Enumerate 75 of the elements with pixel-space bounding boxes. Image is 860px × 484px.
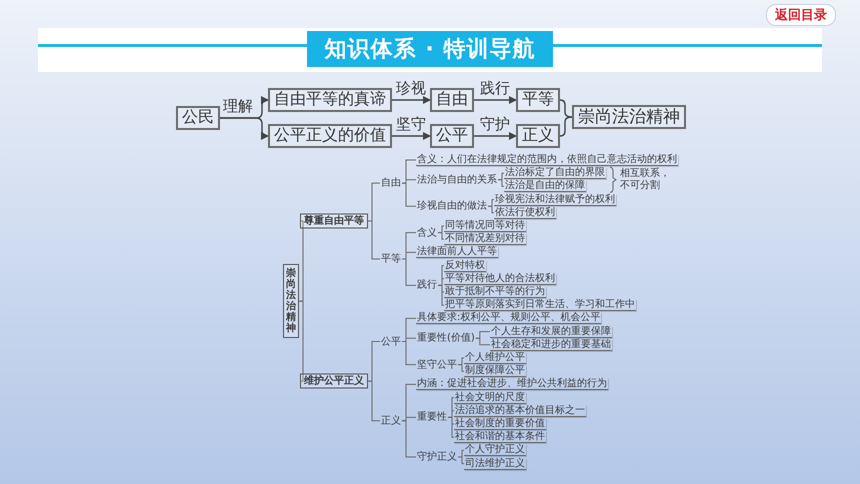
- branch-text: 法治标定了自由的界限: [504, 167, 606, 180]
- connector-line: [458, 364, 464, 372]
- concept-box: 公民: [176, 106, 220, 130]
- arrow: [220, 117, 269, 140]
- branch-heading: 法治与自由的关系: [416, 174, 498, 186]
- connector-line: [498, 179, 504, 187]
- branch-text: 反对特权: [444, 260, 486, 272]
- branch-text: 珍视宪法和法律赋予的权利: [494, 194, 616, 206]
- edge-label: 践行: [480, 81, 510, 97]
- branch-heading: 坚守公平: [416, 359, 458, 370]
- arrow: [392, 96, 431, 104]
- branch-heading: 自由: [380, 178, 402, 189]
- branch-text: 个人生存和发展的重要保障: [490, 326, 612, 338]
- branch-text: 社会文明的尺度: [454, 392, 526, 404]
- connector-line: [475, 338, 490, 346]
- branch-text: 制度保障公平: [464, 365, 526, 378]
- concept-box: 公平正义的价值: [268, 124, 392, 148]
- edge-label: 理解: [223, 99, 253, 115]
- branch-heading: 守护正义: [416, 452, 458, 462]
- connector-line: [438, 284, 444, 306]
- edge-label: 守护: [480, 117, 510, 133]
- topic-box: 崇尚法治精神: [283, 264, 299, 338]
- title-banner: 知识体系 · 特训导航: [307, 31, 553, 67]
- note-text: 相互联系，不可分割: [620, 168, 670, 192]
- arrow: [474, 96, 517, 104]
- branch-text: 法治追求的基本价值目标之一: [454, 404, 586, 417]
- arrow: [474, 132, 517, 140]
- connector-line: [298, 220, 304, 302]
- branch-text: 具体要求:权利公平、规则公平、机会公平: [416, 312, 602, 324]
- concept-box: 自由平等的真谛: [268, 88, 392, 112]
- topic-box: 维护公平正义: [300, 374, 368, 389]
- branch-heading: 重要性: [416, 412, 448, 423]
- arrow: [392, 132, 431, 140]
- connector-line: [560, 99, 572, 118]
- connector-line: [488, 206, 494, 214]
- branch-text: 同等情况同等对待: [444, 220, 526, 232]
- branch-text: 社会制度的重要价值: [454, 418, 546, 430]
- connector-line: [402, 182, 416, 207]
- branch-text: 不同情况差别对待: [444, 233, 526, 246]
- connector-line: [560, 116, 572, 137]
- concept-box: 正义: [516, 124, 560, 148]
- back-button: 返回目录: [766, 4, 836, 26]
- branch-text: 敢于抵制不平等的行为: [444, 286, 546, 298]
- branch-text: 法律面前人人平等: [416, 246, 498, 258]
- branch-text: 社会和谐的基本条件: [454, 431, 546, 444]
- connector-line: [438, 232, 444, 240]
- concept-box: 平等: [516, 88, 560, 112]
- branch-text: 个人维护公平: [464, 352, 526, 364]
- branch-text: 内涵：促进社会进步、维护公共利益的行为: [416, 378, 608, 390]
- branch-heading: 践行: [416, 280, 438, 291]
- branch-heading: 公平: [380, 336, 402, 347]
- connector-line: [298, 300, 304, 382]
- branch-heading: 珍视自由的做法: [416, 200, 488, 212]
- branch-heading: 重要性(价值): [416, 332, 476, 344]
- topic-box: 尊重自由平等: [300, 214, 368, 229]
- connector-line: [368, 380, 380, 422]
- branch-text: 法治是自由的保障: [504, 180, 586, 192]
- branch-text: 把平等原则落实到日常生活、学习和工作中: [444, 299, 636, 312]
- branch-heading: 正义: [380, 415, 402, 426]
- branch-heading: 平等: [380, 254, 402, 264]
- connector-line: [458, 456, 464, 464]
- concept-box: 公平: [430, 124, 474, 148]
- branch-text: 司法维护正义: [464, 458, 526, 470]
- branch-text: 含义：人们在法律规定的范围内，依照自己意志活动的权利: [416, 154, 678, 166]
- edge-label: 坚守: [396, 117, 426, 133]
- branch-text: 社会稳定和进步的重要基础: [490, 338, 612, 351]
- edge-label: 珍视: [396, 81, 426, 97]
- concept-box: 自由: [430, 88, 474, 112]
- connector-line: [448, 416, 454, 438]
- branch-text: 平等对待他人的合法权利: [444, 272, 556, 285]
- branch-text: 个人守护正义: [464, 444, 526, 456]
- branch-text: 依法行使权利: [494, 206, 556, 219]
- concept-box: 崇尚法治精神: [572, 105, 686, 129]
- branch-heading: 含义: [416, 227, 438, 238]
- connector-line: [402, 420, 416, 458]
